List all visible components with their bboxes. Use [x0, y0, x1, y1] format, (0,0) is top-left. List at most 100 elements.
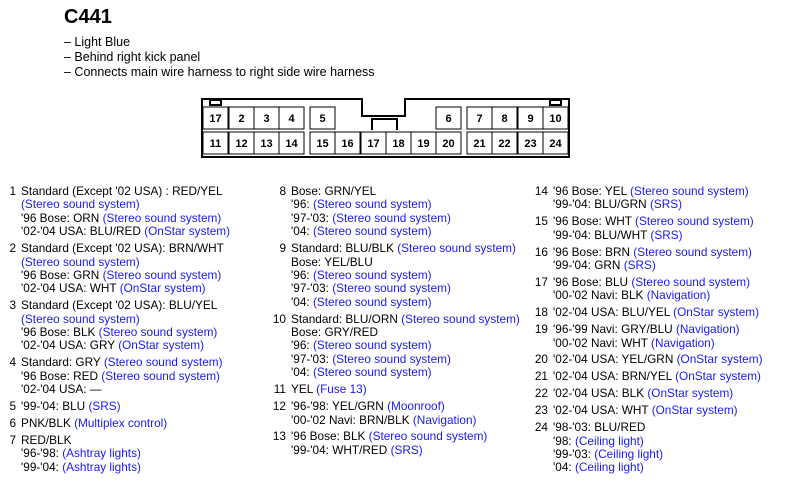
pin-number-label: 10 [549, 113, 561, 125]
system-reference-link[interactable]: (Stereo sound system) [102, 267, 222, 282]
system-reference-link[interactable]: (Navigation) [646, 288, 711, 303]
system-reference-link[interactable]: (Ceiling light) [574, 460, 644, 475]
system-reference-link[interactable]: (Stereo sound system) [312, 365, 432, 380]
pin-entry-line: Standard: BLU/BLK (Stereo sound system) [291, 241, 520, 256]
system-reference-link[interactable]: (Stereo sound system) [332, 351, 451, 366]
system-reference-link[interactable]: (Stereo sound system) [312, 224, 432, 239]
pin-entry-11: 11 YEL (Fuse 13) [274, 382, 520, 397]
system-reference-link[interactable]: (Stereo sound system) [631, 274, 750, 289]
system-reference-link[interactable]: (Stereo sound system) [21, 197, 140, 212]
system-reference-link[interactable]: (Ceiling light) [594, 446, 664, 461]
pin-entry-line: '96: (Stereo sound system) [291, 198, 520, 211]
system-reference-link[interactable]: (OnStar system) [675, 369, 761, 384]
system-reference-link[interactable]: (Fuse 13) [316, 382, 367, 397]
pin-entry-number: 23 [534, 403, 548, 418]
system-reference-link[interactable]: (Stereo sound system) [397, 241, 516, 256]
pin-entry-line: '04: (Stereo sound system) [291, 225, 520, 238]
system-reference-link[interactable]: (Ashtray lights) [62, 459, 141, 474]
connector-pin-bottom-24 [542, 131, 569, 155]
pin-entry-18: 18'02-'04 USA: BLU/YEL (OnStar system) [535, 305, 763, 320]
wire-color-text: '00-'02 Navi: BLK [553, 288, 647, 303]
system-reference-link[interactable]: (Stereo sound system) [312, 338, 432, 353]
wire-color-text: '96 Bose: BLK [21, 325, 99, 340]
system-reference-link[interactable]: (Stereo sound system) [368, 429, 488, 444]
pin-entry-line: PNK/BLK (Multiplex control) [21, 416, 230, 430]
system-reference-link[interactable]: (OnStar system) [119, 281, 206, 296]
wire-color-text: '02-'04 USA: BLK [553, 386, 648, 401]
system-reference-link[interactable]: (Ceiling light) [574, 433, 644, 448]
system-reference-link[interactable]: (Stereo sound system) [101, 368, 220, 383]
pin-entry-line: '96-'98: (Ashtray lights) [21, 447, 230, 460]
pin-entry-line: '02-'04 USA: GRY (OnStar system) [21, 339, 230, 352]
pin-entry-line: Bose: GRY/RED [291, 325, 520, 339]
system-reference-link[interactable]: (OnStar system) [144, 224, 231, 239]
system-reference-link[interactable]: (Stereo sound system) [332, 281, 451, 296]
system-reference-link[interactable]: (Navigation) [651, 335, 715, 350]
system-reference-link[interactable]: (Stereo sound system) [633, 244, 752, 259]
pin-entry-line: '98: (Ceiling light) [553, 433, 763, 448]
system-reference-link[interactable]: (Multiplex control) [74, 416, 168, 430]
wire-color-text: '96 Bose: RED [21, 368, 102, 383]
system-reference-link[interactable]: (OnStar system) [676, 352, 763, 367]
system-reference-link[interactable]: (Ashtray lights) [62, 446, 141, 461]
pin-entry-line: Bose: GRN/YEL [291, 184, 520, 198]
system-reference-link[interactable]: (Stereo sound system) [312, 197, 432, 212]
pin-number-label: 17 [367, 138, 379, 150]
pin-number-label: 12 [235, 138, 247, 150]
connector-pin-top-10 [542, 106, 569, 130]
system-reference-link[interactable]: (SRS) [649, 197, 683, 212]
system-reference-link[interactable]: (Stereo sound system) [103, 355, 223, 370]
wire-color-text: '96 Bose: BRN [553, 244, 634, 259]
wire-color-text: YEL [291, 382, 317, 397]
pin-number-label: 7 [476, 113, 482, 125]
pin-entry-line: '99-'04: WHT/RED (SRS) [291, 442, 520, 457]
system-reference-link[interactable]: (Stereo sound system) [312, 294, 432, 309]
system-reference-link[interactable]: (Stereo sound system) [312, 267, 432, 282]
pin-entry-number: 6 [9, 416, 16, 430]
connector-title: C441 [64, 6, 112, 28]
system-reference-link[interactable]: (Navigation) [675, 322, 740, 337]
system-reference-link[interactable]: (SRS) [390, 442, 423, 457]
system-reference-link[interactable]: (OnStar system) [673, 305, 760, 320]
wire-color-text: '96: [291, 338, 313, 353]
system-reference-link[interactable]: (Stereo sound system) [98, 325, 218, 340]
system-reference-link[interactable]: (Stereo sound system) [635, 214, 754, 229]
system-reference-link[interactable]: (SRS) [650, 227, 683, 242]
pin-entry-number: 15 [534, 214, 548, 229]
pin-entry-16: 16'96 Bose: BRN (Stereo sound system)'99… [535, 244, 763, 273]
wire-color-text: '04: [291, 365, 313, 380]
system-reference-link[interactable]: (Navigation) [412, 412, 477, 427]
pin-entry-line: Standard (Except '02 USA) : RED/YEL [21, 184, 230, 198]
pin-entry-line: YEL (Fuse 13) [291, 382, 520, 397]
system-reference-link[interactable]: (OnStar system) [651, 403, 738, 418]
system-reference-link[interactable]: (Moonroof) [387, 399, 445, 414]
pin-entry-number: 1 [9, 184, 16, 198]
wire-color-text: '98-'03: BLU/RED [553, 420, 646, 435]
system-reference-link[interactable]: (Stereo sound system) [401, 311, 520, 326]
system-reference-link[interactable]: (SRS) [623, 258, 656, 273]
wire-color-text: '02-'04 USA: WHT [21, 281, 120, 296]
system-reference-link[interactable]: (Stereo sound system) [332, 210, 451, 225]
system-reference-link[interactable]: (OnStar system) [118, 338, 205, 353]
system-reference-link[interactable]: (Stereo sound system) [630, 184, 749, 198]
wire-color-text: '96-'99 Navi: GRY/BLU [553, 322, 676, 337]
wire-color-text: '99-'04: GRN [553, 258, 624, 273]
pin-entry-line: '00-'02 Navi: BRN/BLK (Navigation) [291, 412, 520, 427]
system-reference-link[interactable]: (Stereo sound system) [102, 210, 222, 225]
pin-entry-number: 11 [273, 382, 286, 397]
pin-number-label: 14 [285, 138, 298, 150]
system-reference-link[interactable]: (Stereo sound system) [21, 311, 140, 326]
wire-color-text: Bose: YEL/BLU [291, 254, 373, 269]
pin-entry-line: '96 Bose: BRN (Stereo sound system) [553, 244, 763, 259]
system-reference-link[interactable]: (Stereo sound system) [21, 254, 140, 269]
system-reference-link[interactable]: (OnStar system) [647, 386, 734, 401]
pin-entry-line: '00-'02 Navi: WHT (Navigation) [553, 335, 763, 350]
system-reference-link[interactable]: (SRS) [88, 399, 121, 414]
pin-entry-number: 21 [534, 369, 548, 384]
pin-entry-5: 5'99-'04: BLU (SRS) [8, 399, 230, 414]
wire-color-text: '96-'98: [21, 446, 63, 461]
pin-entry-number: 13 [272, 429, 286, 444]
